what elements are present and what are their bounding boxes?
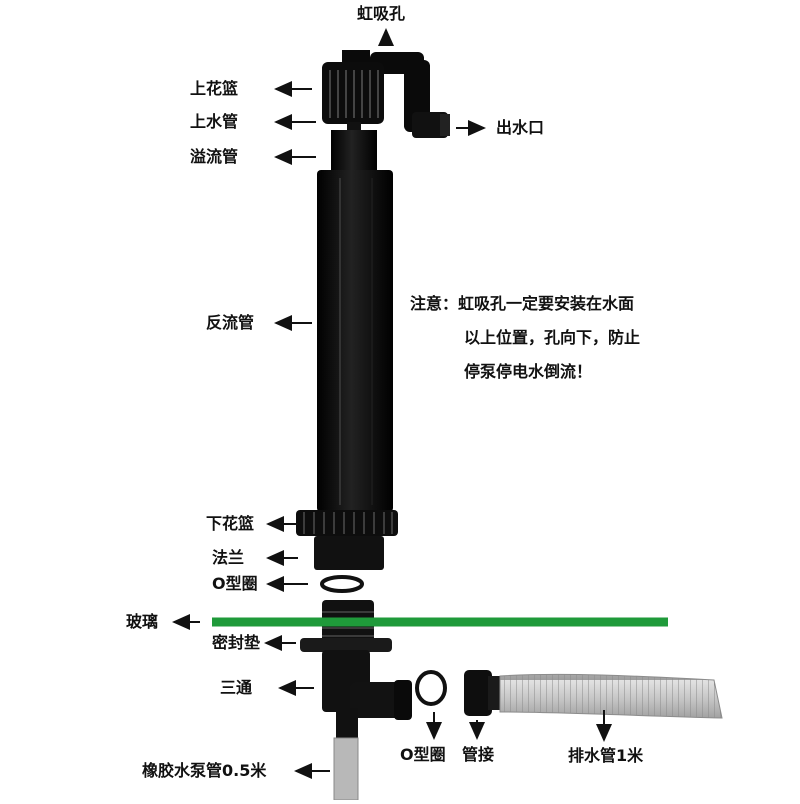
label-upper-pipe: 上水管 (190, 112, 239, 131)
seal-gasket (300, 638, 392, 652)
label-lower-basket: 下花篮 (206, 514, 255, 533)
note-line-2: 以上位置，孔向下，防止 (464, 328, 641, 347)
label-drain-hose: 排水管1米 (568, 746, 644, 765)
note-line-3: 停泵停电水倒流！ (464, 362, 593, 381)
upper-pipe (347, 122, 361, 132)
label-glass: 玻璃 (126, 612, 159, 631)
drain-hose (499, 673, 723, 719)
label-connector: 管接 (462, 745, 495, 764)
overflow-pipe (331, 130, 377, 172)
flange (314, 536, 384, 570)
lower-basket (296, 510, 398, 536)
note-line-1: 注意：虹吸孔一定要安装在水面 (410, 294, 635, 313)
tee-fitting (322, 650, 412, 740)
annotation-arrows (172, 28, 612, 779)
label-flange: 法兰 (212, 548, 245, 567)
siphon-elbow (342, 50, 450, 138)
label-seal-gasket: 密封垫 (212, 633, 261, 652)
o-ring-lower (415, 670, 447, 706)
label-upper-basket: 上花篮 (190, 79, 239, 98)
return-pipe (317, 170, 393, 512)
label-overflow-pipe: 溢流管 (190, 147, 239, 166)
label-return-pipe: 反流管 (206, 313, 255, 332)
label-siphon-hole: 虹吸孔 (357, 4, 406, 23)
installation-note: 注意：虹吸孔一定要安装在水面 以上位置，孔向下，防止 停泵停电水倒流！ (410, 287, 640, 389)
rubber-hose (333, 737, 359, 801)
label-tee: 三通 (220, 678, 253, 697)
label-rubber-hose: 橡胶水泵管0.5米 (142, 761, 267, 780)
label-outlet: 出水口 (496, 118, 545, 137)
hose-connector (464, 670, 504, 716)
label-o-ring: O型圈 (212, 574, 258, 593)
o-ring-upper (320, 575, 364, 593)
upper-basket (322, 62, 384, 124)
label-o-ring-2: O型圈 (400, 745, 446, 764)
